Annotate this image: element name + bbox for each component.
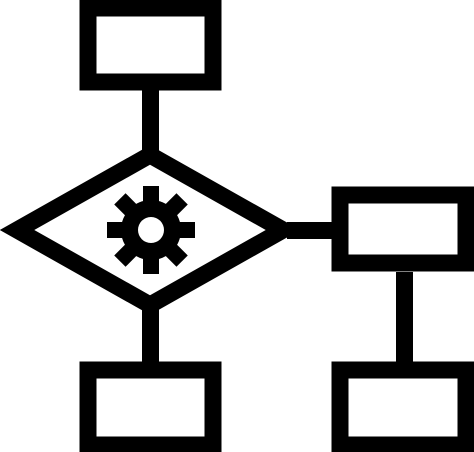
connectors [142, 90, 413, 362]
bottom-right-process-box [331, 361, 474, 452]
top-process-box [79, 0, 222, 91]
right-process-box [331, 186, 474, 272]
connector-decision-to-bottom-left [142, 308, 159, 362]
process-boxes [79, 0, 474, 452]
connector-right-to-bottom-right [396, 272, 413, 362]
gear-icon [107, 186, 195, 274]
connector-decision-to-right [287, 222, 332, 239]
bottom-left-process-box [79, 361, 222, 452]
connector-top-to-decision [142, 90, 159, 154]
